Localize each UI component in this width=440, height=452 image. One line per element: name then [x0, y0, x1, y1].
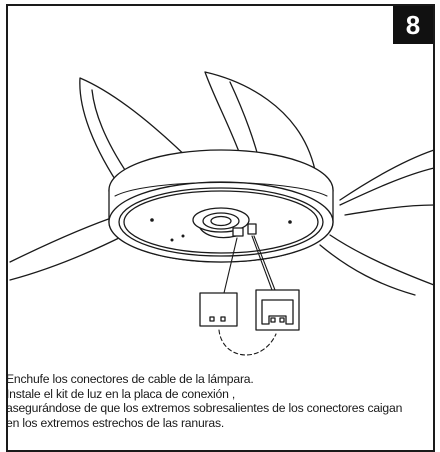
light-kit-housing [108, 149, 334, 263]
fan-blade-right [339, 149, 435, 216]
connection-dashed-path [218, 329, 277, 356]
connection-plate [192, 207, 257, 239]
instruction-line-3: asegurándose de que los extremos sobresa… [6, 401, 403, 415]
instructions-text: Enchufe los conectores de cable de la lá… [6, 372, 426, 430]
connector-left [199, 292, 238, 327]
connector-right [255, 289, 300, 331]
step-number-badge: 8 [393, 6, 433, 44]
fan-blade-left [9, 214, 126, 281]
instruction-line-4: en los extremos estrechos de las ranuras… [6, 415, 225, 430]
screw-holes [150, 218, 292, 242]
instruction-line-1: Enchufe los conectores de cable de la lá… [6, 372, 254, 386]
instruction-line-2: Instale el kit de luz en la placa de con… [6, 386, 236, 401]
connector-leads [223, 235, 276, 294]
light-kit-illustration [9, 71, 435, 356]
fan-blade-bottom-right [319, 234, 435, 296]
